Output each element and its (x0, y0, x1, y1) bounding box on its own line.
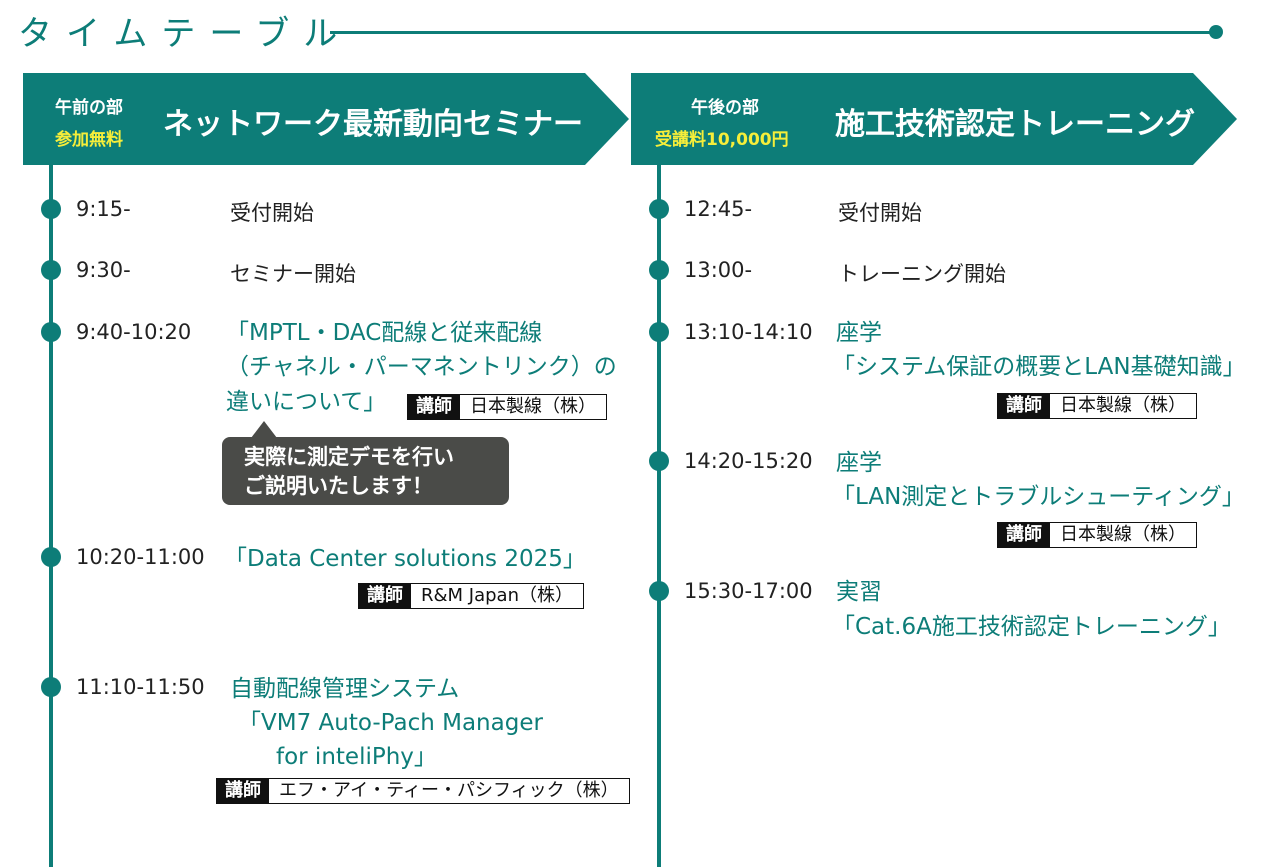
lecturer-name: 日本製線（株） (1060, 524, 1186, 545)
session-title-line: 違いについて」 (226, 389, 387, 415)
afternoon-label: 午後の部 (691, 98, 759, 118)
lecturer-label: 講師 (408, 395, 460, 419)
timeline-dot (41, 547, 61, 567)
session-title-line: 自動配線管理システム (230, 676, 460, 702)
lecturer-name: エフ・アイ・ティー・パシフィック（株） (279, 780, 619, 801)
session-title-line: 「システム保証の概要とLAN基礎知識」 (832, 354, 1246, 380)
session-title-line: 座学 (836, 450, 882, 476)
timeline-dot (41, 199, 61, 219)
timeline-dot (41, 322, 61, 342)
session-title-line: 実習 (836, 579, 882, 605)
morning-fee: 参加無料 (55, 130, 123, 150)
lecturer-tag: 講師 日本製線（株） (997, 393, 1197, 419)
item-time: 11:10-11:50 (76, 675, 205, 699)
item-text: トレーニング開始 (838, 262, 1006, 286)
lecturer-name: R&M Japan（株） (421, 585, 573, 606)
timeline-dot (649, 451, 669, 471)
item-time: 10:20-11:00 (76, 545, 205, 569)
demo-callout: 実際に測定デモを行い ご説明いたします！ (222, 437, 509, 505)
timeline-dot (41, 677, 61, 697)
afternoon-timeline (657, 165, 661, 867)
lecturer-tag: 講師 エフ・アイ・ティー・パシフィック（株） (216, 778, 630, 804)
session-title-line: for inteliPhy」 (276, 744, 437, 770)
afternoon-banner-arrow (631, 73, 1237, 165)
session-title-line: （チャネル・パーマネントリンク）の (226, 354, 617, 380)
session-title-line: 「VM7 Auto-Pach Manager (238, 710, 543, 736)
lecturer-label: 講師 (217, 779, 269, 803)
callout-line: 実際に測定デモを行い (244, 445, 454, 469)
lecturer-label: 講師 (998, 394, 1050, 418)
session-title-line: 「Cat.6A施工技術認定トレーニング」 (832, 614, 1231, 640)
timeline-dot (649, 322, 669, 342)
lecturer-tag: 講師 日本製線（株） (997, 522, 1197, 548)
lecturer-tag: 講師 日本製線（株） (407, 394, 607, 420)
item-text: 受付開始 (230, 201, 314, 225)
session-title-line: 「Data Center solutions 2025」 (224, 546, 586, 572)
lecturer-name: 日本製線（株） (1060, 395, 1186, 416)
session-title-line: 座学 (836, 320, 882, 346)
lecturer-name: 日本製線（株） (470, 396, 596, 417)
title-rule-dot (1209, 25, 1223, 39)
item-text: セミナー開始 (230, 262, 356, 286)
afternoon-title: 施工技術認定トレーニング (835, 107, 1195, 142)
morning-title: ネットワーク最新動向セミナー (163, 107, 583, 142)
afternoon-fee: 受講料10,000円 (655, 130, 789, 150)
item-time: 13:00- (684, 258, 753, 282)
timeline-dot (649, 199, 669, 219)
timeline-dot (649, 260, 669, 280)
item-time: 9:30- (76, 258, 131, 282)
callout-line: ご説明いたします！ (244, 474, 433, 498)
morning-banner: 午前の部 参加無料 ネットワーク最新動向セミナー (23, 73, 631, 165)
lecturer-tag: 講師 R&M Japan（株） (358, 583, 584, 609)
lecturer-label: 講師 (998, 523, 1050, 547)
item-time: 13:10-14:10 (684, 320, 813, 344)
afternoon-banner: 午後の部 受講料10,000円 施工技術認定トレーニング (631, 73, 1241, 165)
page-title: タイムテーブル (18, 14, 352, 54)
callout-pointer (251, 421, 277, 438)
timeline-dot (649, 581, 669, 601)
title-rule (330, 31, 1214, 34)
session-title-line: 「LAN測定とトラブルシューティング」 (832, 484, 1245, 510)
item-time: 9:40-10:20 (76, 320, 192, 344)
item-time: 9:15- (76, 197, 131, 221)
morning-banner-arrow (23, 73, 629, 165)
timeline-dot (41, 260, 61, 280)
item-text: 受付開始 (838, 201, 922, 225)
item-time: 14:20-15:20 (684, 449, 813, 473)
morning-timeline (49, 165, 53, 867)
lecturer-label: 講師 (359, 584, 411, 608)
item-time: 12:45- (684, 197, 753, 221)
morning-label: 午前の部 (55, 98, 123, 118)
item-time: 15:30-17:00 (684, 579, 813, 603)
session-title-line: 「MPTL・DAC配線と従来配線 (226, 320, 543, 346)
